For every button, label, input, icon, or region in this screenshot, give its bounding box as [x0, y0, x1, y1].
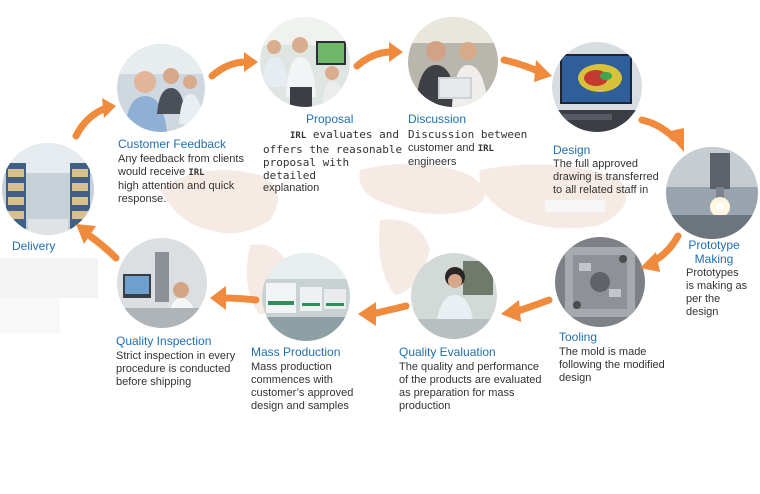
proposal-text: evaluates and — [306, 128, 399, 141]
design-line: drawing is transferred — [553, 171, 659, 183]
irl-brand-text: IRL — [290, 131, 307, 141]
arrow-inspection-to-delivery — [76, 224, 120, 262]
mass-production-line: design and samples — [251, 400, 349, 412]
arrow-feedback-to-proposal — [208, 52, 258, 80]
proposal-line: proposal with detailed — [263, 156, 350, 182]
quality-evaluation-line: production — [399, 400, 451, 412]
design-title: Design — [553, 143, 591, 157]
customer-feedback-line: high attention and quick — [118, 180, 235, 192]
delivery-title: Delivery — [12, 239, 56, 253]
quality-inspection-line: procedure is conducted — [116, 363, 231, 375]
quality-evaluation-title: Quality Evaluation — [399, 345, 496, 359]
discussion-line: customer and IRL — [408, 141, 548, 156]
design-photo — [552, 42, 642, 132]
irl-brand-text: IRL — [477, 144, 494, 154]
design-description: The full approved drawing is transferred… — [553, 158, 673, 197]
proposal-line: offers the reasonable — [263, 143, 403, 156]
prototype-making-line: Prototypes — [686, 267, 739, 279]
arrow-prototype-to-tooling — [640, 232, 682, 272]
customer-feedback-line: Any feedback from clients — [118, 153, 244, 165]
quality-inspection-description: Strict inspection in every procedure is … — [116, 350, 256, 389]
irl-brand-text: IRL — [188, 168, 205, 178]
tooling-line: following the modified — [559, 359, 665, 371]
quality-inspection-title: Quality Inspection — [116, 334, 212, 348]
discussion-line: engineers — [408, 156, 457, 168]
arrow-delivery-to-feedback — [72, 98, 116, 140]
proposal-title: Proposal — [306, 112, 354, 126]
arrow-mass-production-to-inspection — [210, 286, 260, 310]
tooling-photo — [555, 237, 645, 327]
mass-production-title: Mass Production — [251, 345, 341, 359]
quality-evaluation-line: The quality and performance — [399, 361, 540, 373]
customer-feedback-line: response. — [118, 193, 167, 205]
discussion-title: Discussion — [408, 112, 467, 126]
customer-feedback-description: Any feedback from clients would receive … — [118, 153, 268, 206]
discussion-photo — [408, 17, 498, 107]
proposal-line: IRL evaluates and — [263, 128, 403, 143]
design-line: The full approved — [553, 158, 638, 170]
arrow-evaluation-to-mass-production — [358, 302, 410, 326]
tooling-line: design — [559, 372, 592, 384]
prototype-making-title-line: Prototype — [688, 238, 740, 252]
customer-feedback-title: Customer Feedback — [118, 137, 227, 151]
customer-feedback-line: would receive IRL — [118, 166, 268, 180]
delivery-photo — [2, 143, 94, 235]
prototype-making-line: design — [686, 306, 719, 318]
prototype-making-line: is making as — [686, 280, 748, 292]
customer-feedback-photo — [117, 44, 205, 132]
prototype-making-title: Prototype Making — [684, 238, 744, 266]
background-panel — [0, 298, 60, 334]
discussion-description: Discussion between customer and IRL engi… — [408, 128, 548, 169]
proposal-photo — [260, 17, 350, 107]
mass-production-line: commences with — [251, 374, 333, 386]
quality-evaluation-photo — [411, 253, 497, 339]
quality-evaluation-description: The quality and performance of the produ… — [399, 361, 559, 413]
arrow-proposal-to-discussion — [353, 42, 403, 70]
tooling-line: The mold is made — [559, 346, 647, 358]
prototype-making-description: Prototypes is making as per the design — [686, 267, 758, 319]
prototype-making-title-line: Making — [694, 252, 734, 266]
background-panel — [545, 200, 605, 212]
prototype-making-line: per the — [686, 293, 721, 305]
quality-inspection-line: before shipping — [116, 376, 192, 388]
discussion-line: Discussion between — [408, 128, 528, 141]
quality-inspection-line: Strict inspection in every — [116, 350, 236, 362]
background-panel — [0, 258, 98, 298]
discussion-text: customer and — [408, 142, 478, 154]
proposal-description: IRL evaluates and offers the reasonable … — [263, 128, 403, 195]
tooling-title: Tooling — [559, 330, 598, 344]
quality-evaluation-line: of the products are evaluated — [399, 374, 542, 386]
arrow-design-to-prototype — [638, 116, 684, 152]
mass-production-line: Mass production — [251, 361, 332, 373]
quality-evaluation-line: as preparation for mass — [399, 387, 515, 399]
customer-feedback-text: would receive — [118, 166, 189, 178]
mass-production-line: customer’s approved — [251, 387, 354, 399]
quality-inspection-photo — [117, 238, 207, 328]
arrow-tooling-to-evaluation — [501, 296, 553, 322]
prototype-making-photo — [666, 147, 758, 239]
arrow-discussion-to-design — [500, 56, 552, 82]
tooling-description: The mold is made following the modified … — [559, 346, 679, 385]
world-map-background — [160, 163, 630, 315]
design-line: to all related staff in — [553, 184, 649, 196]
proposal-line: explanation — [263, 182, 320, 194]
mass-production-photo — [262, 253, 350, 341]
mass-production-description: Mass production commences with customer’… — [251, 361, 381, 413]
